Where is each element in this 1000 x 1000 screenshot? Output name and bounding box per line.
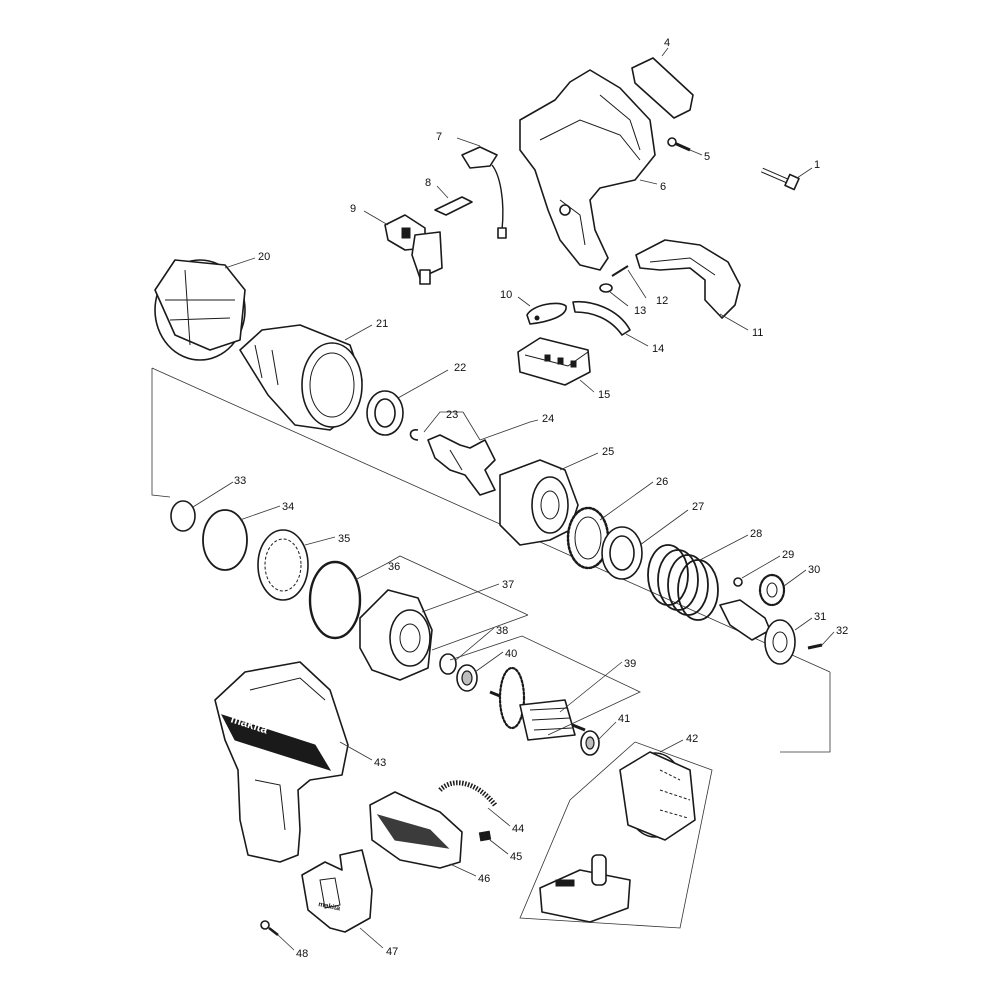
callout-23: 23 bbox=[446, 409, 458, 421]
part-48-screw bbox=[260, 920, 279, 936]
part-11-grip-cover bbox=[635, 239, 741, 319]
assembly-boundary-line bbox=[151, 368, 171, 498]
part-47-holster: makita bbox=[301, 849, 373, 933]
part-30-gear bbox=[758, 573, 786, 607]
callout-41: 41 bbox=[618, 713, 630, 725]
part-37-motor-bracket bbox=[359, 589, 433, 681]
callout-28: 28 bbox=[750, 528, 762, 540]
callout-42: 42 bbox=[686, 733, 698, 745]
callout-7: 7 bbox=[436, 131, 442, 143]
callout-36: 36 bbox=[388, 561, 400, 573]
callout-6: 6 bbox=[660, 181, 666, 193]
part-8-pad bbox=[434, 196, 473, 216]
callout-31: 31 bbox=[814, 611, 826, 623]
part-40-ball-bearing bbox=[456, 664, 478, 692]
part-42-stator-controller bbox=[519, 741, 713, 929]
part-12-spring-pin bbox=[611, 265, 629, 277]
part-20-bumper bbox=[154, 259, 246, 361]
part-34-retaining-ring bbox=[202, 509, 248, 571]
callout-35: 35 bbox=[338, 533, 350, 545]
callout-30: 30 bbox=[808, 564, 820, 576]
callout-47: 47 bbox=[386, 946, 398, 958]
callout-15: 15 bbox=[598, 389, 610, 401]
part-7-switch-lever bbox=[461, 146, 507, 239]
part-39-rotor bbox=[489, 666, 586, 741]
callout-45: 45 bbox=[510, 851, 522, 863]
part-25-hammer bbox=[499, 459, 579, 546]
leader-lines bbox=[192, 47, 835, 951]
part-44-spring bbox=[438, 780, 497, 807]
callout-labels: 1 4 5 6 7 8 9 10 11 12 13 14 15 20 21 22… bbox=[234, 37, 848, 960]
part-10-button bbox=[526, 302, 567, 325]
callout-25: 25 bbox=[602, 446, 614, 458]
callout-14: 14 bbox=[652, 343, 664, 355]
part-45-block bbox=[478, 830, 492, 842]
callout-13: 13 bbox=[634, 305, 646, 317]
part-46-rear-cover bbox=[369, 791, 463, 869]
part-29-steel-ball bbox=[733, 577, 743, 587]
part-38-ring bbox=[439, 653, 457, 675]
part-27-flat-washer bbox=[601, 526, 643, 580]
callout-40: 40 bbox=[505, 648, 517, 660]
part-33-o-ring bbox=[170, 500, 196, 532]
callout-24: 24 bbox=[542, 413, 554, 425]
callout-8: 8 bbox=[425, 177, 431, 189]
part-13-cylinder bbox=[599, 283, 613, 293]
part-36-o-ring-large bbox=[308, 560, 362, 640]
part-32-pin bbox=[807, 643, 823, 650]
callout-48: 48 bbox=[296, 948, 308, 960]
part-6-housing-half bbox=[519, 69, 656, 271]
part-31-spindle bbox=[719, 599, 796, 665]
part-22-washer bbox=[366, 390, 404, 436]
part-23-retaining-ring bbox=[409, 429, 419, 441]
part-41-ball-bearing bbox=[580, 730, 600, 756]
callout-9: 9 bbox=[350, 203, 356, 215]
callout-10: 10 bbox=[500, 289, 512, 301]
callout-5: 5 bbox=[704, 151, 710, 163]
callout-26: 26 bbox=[656, 476, 668, 488]
part-35-ring-gear bbox=[257, 529, 309, 601]
part-5-screw bbox=[667, 137, 691, 152]
part-24-anvil bbox=[427, 434, 496, 496]
callout-37: 37 bbox=[502, 579, 514, 591]
callout-46: 46 bbox=[478, 873, 490, 885]
part-14-flex-strip bbox=[572, 300, 631, 336]
callout-4: 4 bbox=[664, 37, 670, 49]
holster-brand-logo: makita bbox=[318, 901, 341, 912]
callout-27: 27 bbox=[692, 501, 704, 513]
part-21-gear-housing bbox=[239, 324, 363, 431]
callout-44: 44 bbox=[512, 823, 524, 835]
part-1-bolt bbox=[761, 167, 800, 191]
part-15-terminal-block bbox=[517, 337, 591, 386]
callout-11: 11 bbox=[752, 327, 763, 339]
callout-21: 21 bbox=[376, 318, 388, 330]
part-28-compression-spring bbox=[647, 544, 719, 621]
callout-43: 43 bbox=[374, 757, 386, 769]
callout-22: 22 bbox=[454, 362, 466, 374]
assembly-boundary-line bbox=[780, 672, 831, 753]
callout-29: 29 bbox=[782, 549, 794, 561]
part-43-main-housing: makita bbox=[214, 661, 349, 863]
part-9-switch bbox=[384, 214, 443, 285]
callout-20: 20 bbox=[258, 251, 270, 263]
callout-32: 32 bbox=[836, 625, 848, 637]
callout-38: 38 bbox=[496, 625, 508, 637]
assembly-boundary-line bbox=[151, 367, 831, 673]
callout-1: 1 bbox=[814, 159, 820, 171]
callout-12: 12 bbox=[656, 295, 668, 307]
callout-34: 34 bbox=[282, 501, 294, 513]
callout-33: 33 bbox=[234, 475, 246, 487]
part-4-label-plate bbox=[631, 57, 694, 119]
callout-39: 39 bbox=[624, 658, 636, 670]
